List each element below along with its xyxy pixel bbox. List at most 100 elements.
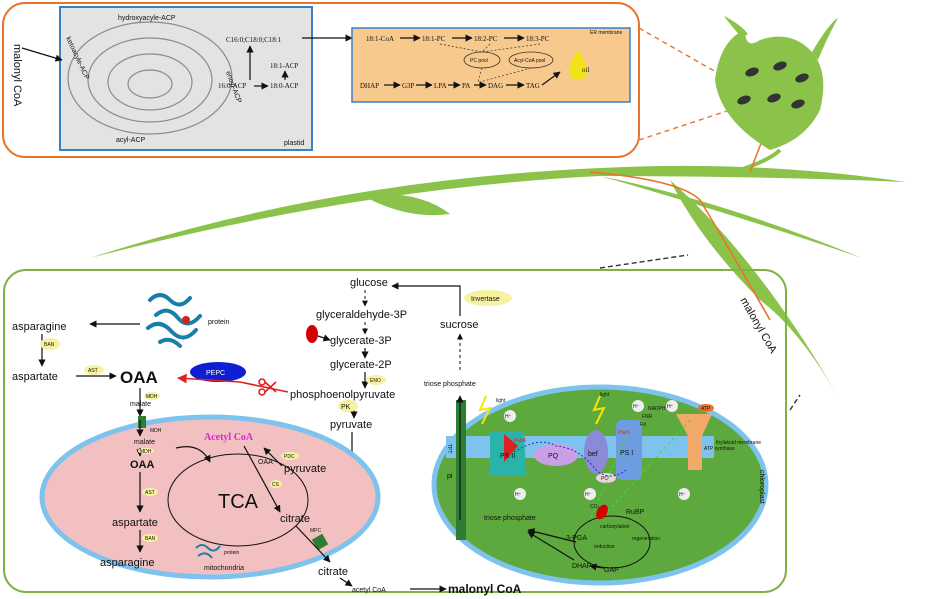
- eno-label: ENO: [370, 378, 381, 384]
- malate-cyto: malate: [130, 401, 151, 408]
- thylakoid-band: [446, 436, 714, 458]
- mito-malate: malate: [134, 439, 155, 446]
- fas-cycle: [67, 21, 233, 135]
- main-leaf: [90, 165, 905, 258]
- malonyl-coa-cyto: malonyl CoA: [448, 582, 522, 596]
- mito-acetyl-coa: Acetyl CoA: [204, 432, 254, 443]
- atp-label: ATP: [701, 406, 711, 412]
- carboxylation-label: carboxylation: [600, 524, 630, 530]
- er-182pc: 18:2-PC: [474, 35, 498, 43]
- glyceraldehyde-label: glyceraldehyde-3P: [316, 309, 407, 321]
- glycerate2p-label: glycerate-2P: [330, 359, 392, 371]
- gap-label: GAP: [604, 567, 619, 574]
- scissors-icon: [258, 378, 277, 396]
- mito-mdh-tag: MDH: [150, 428, 162, 434]
- plastid-malonyl-coa: malonyl CoA: [11, 44, 23, 107]
- asparagine-cyto: asparagine: [12, 321, 66, 333]
- pi-label: pi: [447, 473, 453, 480]
- fa-160acp: 16:0-ACP: [218, 82, 247, 90]
- mito-aspartate: aspartate: [112, 517, 158, 529]
- pga-label: 3-PGA: [566, 535, 587, 542]
- fnr-label: FNR: [642, 414, 653, 420]
- triose-phosphate-cyto: triose phosphate: [424, 381, 476, 388]
- fa-180acp: 18:0-ACP: [270, 82, 299, 90]
- aspartate-cyto: aspartate: [12, 371, 58, 383]
- citrate-cyto: citrate: [318, 566, 348, 578]
- cycle-acyl: acyl-ACP: [116, 137, 146, 144]
- oaa-cyto: OAA: [120, 368, 158, 387]
- chloroplast: chloroplast thylakoid membrane TPT pi li…: [431, 384, 769, 586]
- mito-mdh: MDH: [140, 449, 152, 455]
- reduction-label: reduction: [594, 544, 615, 550]
- pq-label: PQ: [548, 453, 559, 460]
- tca-label: TCA: [218, 491, 259, 513]
- mito-label: mitochondria: [204, 565, 244, 572]
- plant: malonyl CoA: [90, 16, 905, 411]
- invertase-label: Invertase: [471, 296, 500, 303]
- mito-ast: AST: [145, 490, 155, 496]
- fa-products: C16:0;C18:0;C18:1: [226, 36, 282, 44]
- nadph-label: NADPH: [648, 406, 666, 412]
- mito-ban: BAN: [145, 536, 156, 542]
- hanging-leaf: [670, 180, 840, 400]
- er-lpa: LPA: [434, 82, 447, 90]
- pc-pool: PC pool: [470, 58, 488, 64]
- glycerate3p-label: glycerate-3P: [330, 335, 392, 347]
- mito-oaa2: OAA: [258, 459, 273, 466]
- mitochondrion: mitochondria MDH malate MDH OAA AST aspa…: [39, 414, 381, 580]
- er-181pc: 18:1-PC: [422, 35, 446, 43]
- h-plus-2: H⁺: [633, 404, 640, 410]
- bef-label: bef: [588, 451, 598, 458]
- mito-citrate: citrate: [280, 513, 310, 525]
- h-plus-4: H⁺: [515, 492, 522, 498]
- cycle-hydroxyacyl: hydroxyacyle-ACP: [118, 15, 176, 22]
- psii-label: PS II: [500, 453, 515, 460]
- mito-pyruvate: pyruvate: [284, 463, 326, 475]
- protein-structure-icon: [146, 293, 202, 348]
- thylakoid-label: thylakoid membrane: [716, 440, 761, 446]
- cs-label: CS: [272, 482, 280, 488]
- psi-label: PS I: [620, 450, 633, 457]
- pep-label: phosphoenolpyruvate: [290, 389, 395, 401]
- mdh-cyto: MDH: [146, 394, 158, 400]
- atp-synthase-label: ATP synthase: [704, 446, 735, 452]
- mpc-label: MPC: [310, 528, 322, 534]
- ast-cyto: AST: [88, 368, 98, 374]
- light-bolt-2: [592, 395, 606, 425]
- triose-phosphate-chloro: triose phosphate: [484, 515, 536, 522]
- psaa-label: PsaA: [618, 430, 631, 436]
- er-dhap: DHAP: [360, 82, 379, 90]
- h-plus-1: H⁺: [505, 414, 512, 420]
- pk-label: PK: [341, 404, 351, 411]
- oil-droplet: [569, 50, 587, 80]
- er-g3p: G3P: [402, 82, 415, 90]
- er-183pc: 18:3-PC: [526, 35, 550, 43]
- tca-cycle: [167, 453, 309, 547]
- psi-complex: [616, 420, 642, 480]
- protein-label: protein: [208, 319, 230, 326]
- er-181coa: 18:1-CoA: [366, 35, 394, 43]
- chloroplast-label: chloroplast: [758, 470, 765, 504]
- glucose-label: glucose: [350, 277, 388, 289]
- sucrose-label: sucrose: [440, 319, 479, 331]
- ban-cyto: BAN: [44, 342, 55, 348]
- plastid-box: [59, 6, 313, 151]
- h-plus-5: H⁺: [585, 492, 592, 498]
- er-tag: TAG: [526, 82, 540, 90]
- pepc-label: PEPC: [206, 370, 225, 377]
- er-dag: DAG: [488, 82, 503, 90]
- fd-label: Fd: [640, 422, 646, 428]
- h-plus-3: H⁺: [667, 404, 674, 410]
- plastid-label: plastid: [284, 140, 304, 147]
- pdc-label: PDC: [284, 454, 295, 460]
- light2-label: light: [600, 392, 610, 398]
- pyruvate-cyto: pyruvate: [330, 419, 372, 431]
- light1-label: light: [496, 398, 506, 404]
- green-frame: [3, 269, 787, 593]
- oil-label: oil: [582, 66, 589, 74]
- light-bolt-1: [478, 395, 492, 425]
- dhap-label: DHAP: [572, 563, 592, 570]
- atp-synthase: [676, 414, 712, 470]
- rubp-label: RuBP: [626, 509, 645, 516]
